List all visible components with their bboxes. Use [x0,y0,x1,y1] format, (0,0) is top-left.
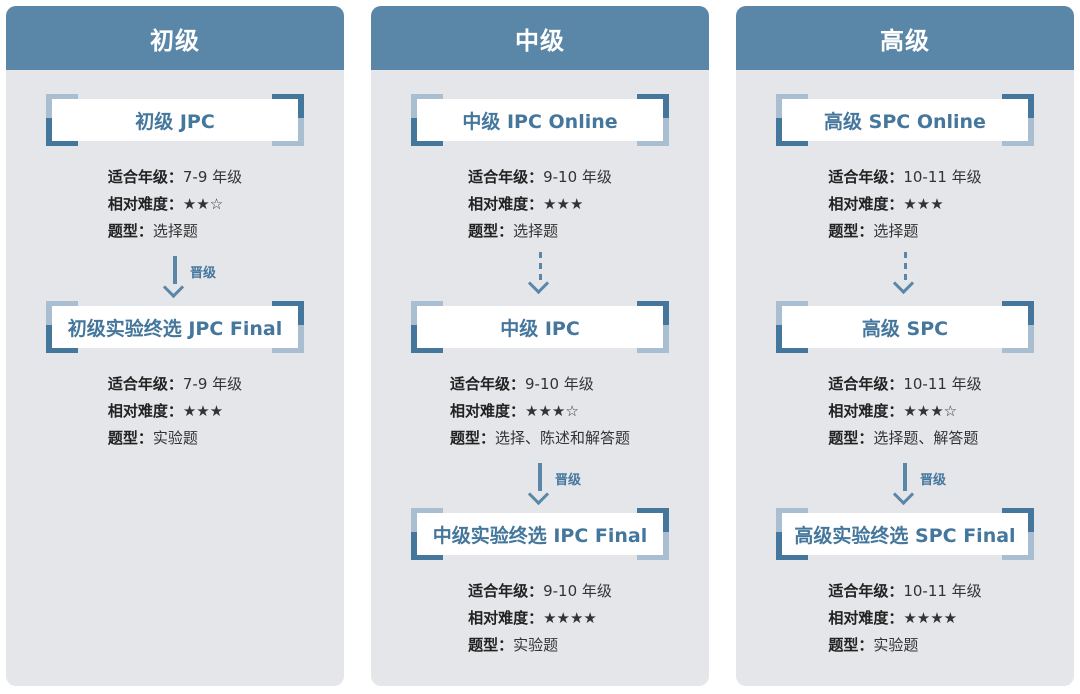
type-value: 选择题 [152,222,198,240]
stage-title: 高级 SPC Online [782,99,1028,141]
stage-info: 适合年级：9-10 年级 相对难度：★★★★ 题型：实验题 [468,582,612,654]
stage-title: 初级实验终选 JPC Final [52,306,298,348]
column-title: 初级 [6,6,344,70]
grade-value: 10-11 年级 [903,582,982,600]
stage-title: 中级 IPC Online [417,99,663,141]
stage-card: 初级实验终选 JPC Final [46,301,304,353]
stage-info: 适合年级：7-9 年级 相对难度：★★☆ 题型：选择题 [107,168,243,240]
type-value: 选择、陈述和解答题 [495,429,631,447]
grade-value: 7-9 年级 [182,375,243,393]
stage-info: 适合年级：9-10 年级 相对难度：★★★☆ 题型：选择、陈述和解答题 [449,375,631,447]
stage-card: 中级实验终选 IPC Final [411,508,669,560]
difficulty-stars: ★★★☆ [525,402,579,420]
advance-label: 晋级 [920,473,947,488]
grade-value: 9-10 年级 [543,168,612,186]
type-value: 实验题 [152,429,198,447]
type-value: 选择题、解答题 [873,429,979,447]
column-title: 高级 [736,6,1074,70]
grade-value: 9-10 年级 [543,582,612,600]
column-senior: 高级 高级 SPC Online 适合年级：10-11 年级 相对难度：★★★ … [736,6,1074,686]
type-value: 实验题 [873,636,919,654]
stage-card: 高级实验终选 SPC Final [776,508,1034,560]
advance-label: 晋级 [190,266,217,281]
column-title: 中级 [371,6,709,70]
stage-card: 中级 IPC Online [411,94,669,146]
grade-value: 9-10 年级 [525,375,594,393]
type-value: 实验题 [513,636,559,654]
stage-title: 中级 IPC [417,306,663,348]
difficulty-stars: ★★☆ [182,195,224,213]
column-intermediate: 中级 中级 IPC Online 适合年级：9-10 年级 相对难度：★★★ 题… [371,6,709,686]
stage-card: 高级 SPC [776,301,1034,353]
difficulty-stars: ★★★ [182,402,224,420]
difficulty-stars: ★★★ [903,195,944,213]
stage-info: 适合年级：10-11 年级 相对难度：★★★★ 题型：实验题 [828,582,982,654]
stage-card: 中级 IPC [411,301,669,353]
difficulty-stars: ★★★★ [543,609,597,627]
stage-card: 初级 JPC [46,94,304,146]
stage-info: 适合年级：9-10 年级 相对难度：★★★ 题型：选择题 [468,168,612,240]
stage-card: 高级 SPC Online [776,94,1034,146]
type-value: 选择题 [873,222,919,240]
stage-title: 中级实验终选 IPC Final [417,513,663,555]
advance-label: 晋级 [555,473,582,488]
difficulty-stars: ★★★☆ [903,402,958,420]
column-junior: 初级 初级 JPC 适合年级：7-9 年级 相对难度：★★☆ 题型：选择题 晋级… [6,6,344,686]
grade-value: 7-9 年级 [182,168,243,186]
difficulty-stars: ★★★★ [903,609,958,627]
grade-value: 10-11 年级 [903,375,982,393]
stage-title: 高级 SPC [782,306,1028,348]
stage-info: 适合年级：10-11 年级 相对难度：★★★☆ 题型：选择题、解答题 [828,375,982,447]
stage-title: 高级实验终选 SPC Final [782,513,1028,555]
stage-info: 适合年级：10-11 年级 相对难度：★★★ 题型：选择题 [828,168,982,240]
grade-value: 10-11 年级 [903,168,982,186]
stage-info: 适合年级：7-9 年级 相对难度：★★★ 题型：实验题 [107,375,243,447]
stage-title: 初级 JPC [52,99,298,141]
difficulty-stars: ★★★ [543,195,584,213]
type-value: 选择题 [513,222,559,240]
